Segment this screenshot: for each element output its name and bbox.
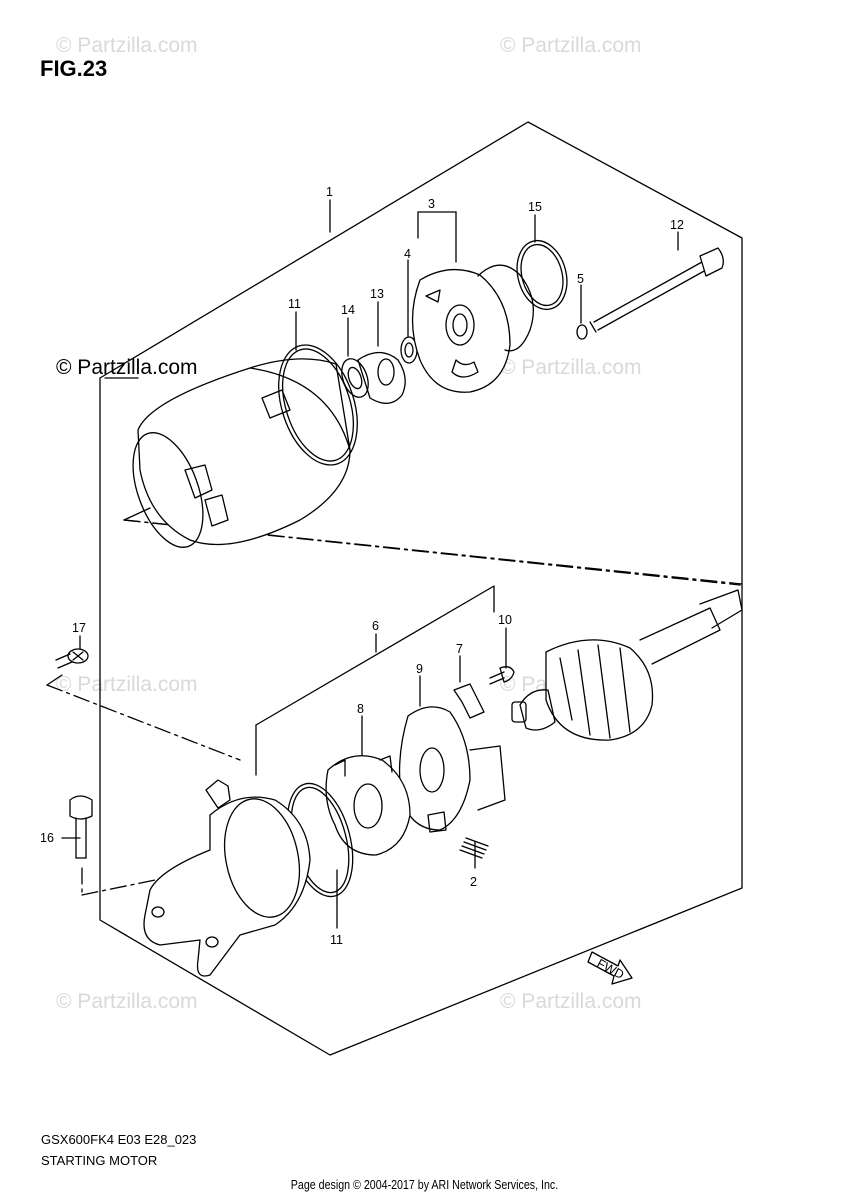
brush-7 — [453, 683, 485, 719]
washer-5 — [576, 324, 588, 340]
fwd-label: FWD — [595, 956, 627, 982]
watermark: © Partzilla.com — [56, 673, 198, 696]
front-housing — [143, 779, 311, 977]
plate-13-hole — [377, 358, 395, 386]
watermark: © Partzilla.com — [500, 990, 642, 1013]
alignment-lines — [46, 674, 63, 686]
leader-lines — [61, 199, 679, 929]
figure-title: FIG.23 — [40, 56, 108, 81]
spring-2 — [459, 837, 489, 859]
model-code: GSX600FK4 E03 E28_023 — [41, 1132, 197, 1147]
o-ring-upper-inner — [282, 348, 354, 462]
washer-14-hole — [347, 366, 363, 390]
callout-12: 12 — [670, 218, 684, 232]
through-bolt-12 — [589, 247, 724, 333]
brush-plate-8 — [325, 755, 411, 856]
brush-holder-9 — [398, 706, 506, 833]
callout-11-upper: 11 — [288, 297, 301, 311]
callout-17: 17 — [72, 621, 86, 635]
watermark: © Partzilla.com — [500, 356, 642, 379]
watermark: © Partzilla.com — [56, 34, 198, 57]
bearing-4-hole — [404, 342, 414, 358]
callout-8: 8 — [357, 702, 364, 716]
bolt-16 — [69, 795, 93, 859]
callout-9: 9 — [416, 662, 423, 676]
watermark: © Partzilla.com — [56, 990, 198, 1013]
callout-2: 2 — [470, 875, 477, 889]
washer-14 — [341, 358, 369, 398]
screw-10 — [489, 666, 515, 685]
callout-11-lower: 11 — [330, 933, 343, 947]
watermark-main: © Partzilla.com — [56, 356, 198, 379]
callout-labels: 1 2 3 4 5 6 7 8 9 10 11 11 12 13 14 15 1… — [40, 185, 684, 947]
assembly-outline — [99, 121, 743, 1056]
callout-10: 10 — [498, 613, 512, 627]
plate-13 — [357, 351, 406, 404]
callout-13: 13 — [370, 287, 384, 301]
fwd-arrow-icon: FWD — [587, 951, 633, 985]
callout-14: 14 — [341, 303, 355, 317]
o-ring-15-inner — [520, 243, 564, 307]
screw-17 — [55, 648, 89, 669]
callout-7: 7 — [456, 642, 463, 656]
callout-16: 16 — [40, 831, 54, 845]
page-footer: Page design © 2004-2017 by ARI Network S… — [290, 1177, 559, 1192]
rear-housing-3 — [411, 264, 534, 393]
callout-1: 1 — [326, 185, 333, 199]
armature — [511, 589, 743, 741]
alignment-lines — [123, 507, 151, 521]
watermark: © Partzilla.com — [500, 34, 642, 57]
figure-caption: STARTING MOTOR — [41, 1153, 158, 1168]
o-ring-15 — [516, 239, 568, 311]
callout-5: 5 — [577, 272, 584, 286]
callout-4: 4 — [404, 247, 411, 261]
callout-3: 3 — [428, 197, 435, 211]
callout-6: 6 — [372, 619, 379, 633]
yoke-housing — [132, 358, 351, 548]
callout-15: 15 — [528, 200, 542, 214]
